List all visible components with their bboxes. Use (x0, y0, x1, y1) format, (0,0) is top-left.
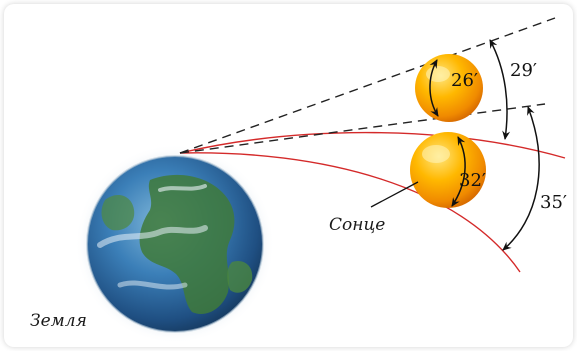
sun-label: Сонце (329, 215, 385, 235)
angle-label-sun-near: 32′ (459, 170, 486, 191)
angle-arc-moon-far (489, 39, 511, 140)
angle-label-moon-far: 29′ (510, 60, 537, 81)
angle-label-sun-far: 26′ (451, 70, 478, 91)
diagram-frame: 26′ 32′ 29′ 35′ Сонце Земля (4, 4, 573, 347)
orbit-line-near (179, 152, 521, 273)
earth-label: Земля (30, 311, 87, 331)
earth-globe (75, 144, 275, 344)
sun-near (410, 132, 486, 208)
angle-arc-moon-near (502, 106, 540, 251)
angle-label-moon-near: 35′ (540, 192, 567, 213)
angle-arc-sun-near (451, 136, 466, 207)
angular-size-diagram: 26′ 32′ 29′ 35′ Сонце Земля (30, 17, 567, 344)
sun-leader-line (370, 181, 419, 208)
angle-arc-sun-far (429, 59, 439, 117)
sight-line-lower (179, 103, 546, 154)
